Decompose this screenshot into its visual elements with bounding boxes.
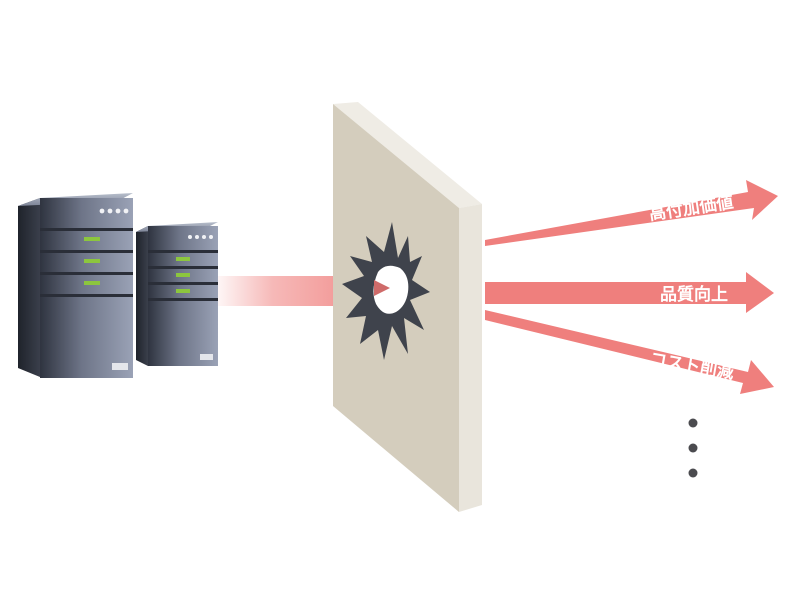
arrow-label-high-value: 高付加価値	[648, 192, 735, 225]
arrow-quality: 品質向上	[485, 272, 774, 313]
arrow-label-cost: コスト削減	[648, 348, 735, 383]
drive-bay	[112, 363, 128, 370]
continuation-dots: ⋮	[688, 418, 698, 478]
arrow-label-quality: 品質向上	[660, 284, 728, 305]
arrow-high-value: 高付加価値	[485, 180, 778, 246]
status-led	[176, 257, 190, 261]
outgoing-arrows: 高付加価値 品質向上 コスト削減	[485, 180, 778, 394]
status-led	[176, 289, 190, 293]
status-led	[84, 281, 100, 285]
breakthrough-hole	[342, 222, 430, 360]
server-tower-large	[18, 193, 133, 378]
status-led	[84, 237, 100, 241]
server-tower-small	[136, 222, 218, 366]
arrow-cost: コスト削減	[485, 310, 774, 394]
drive-bay	[200, 354, 213, 360]
status-led	[84, 259, 100, 263]
status-led	[176, 273, 190, 277]
